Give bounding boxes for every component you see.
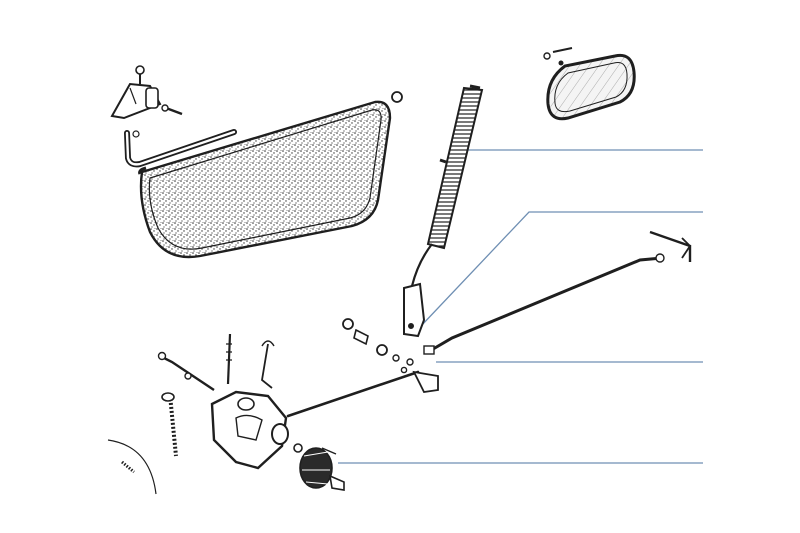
- wiper-blade-icon: [426, 84, 484, 250]
- mirror-icon: [543, 47, 636, 121]
- knob-icon: [293, 443, 345, 491]
- sun-visor-icon: [138, 100, 392, 259]
- spindle-icon: [342, 318, 400, 362]
- linkage-bracket-icon: [400, 358, 439, 393]
- callout-2: [420, 211, 703, 327]
- rod-icon: [124, 129, 237, 168]
- motor-icon: [210, 390, 289, 470]
- cable-icon: [157, 333, 275, 457]
- link-rod-icon: [423, 230, 692, 355]
- wiper-arm-icon: [403, 243, 433, 338]
- stud-icon: [107, 439, 157, 495]
- link-rod-icon: [286, 370, 420, 418]
- bracket-icon: [110, 65, 403, 120]
- callout-leaders: [338, 149, 703, 464]
